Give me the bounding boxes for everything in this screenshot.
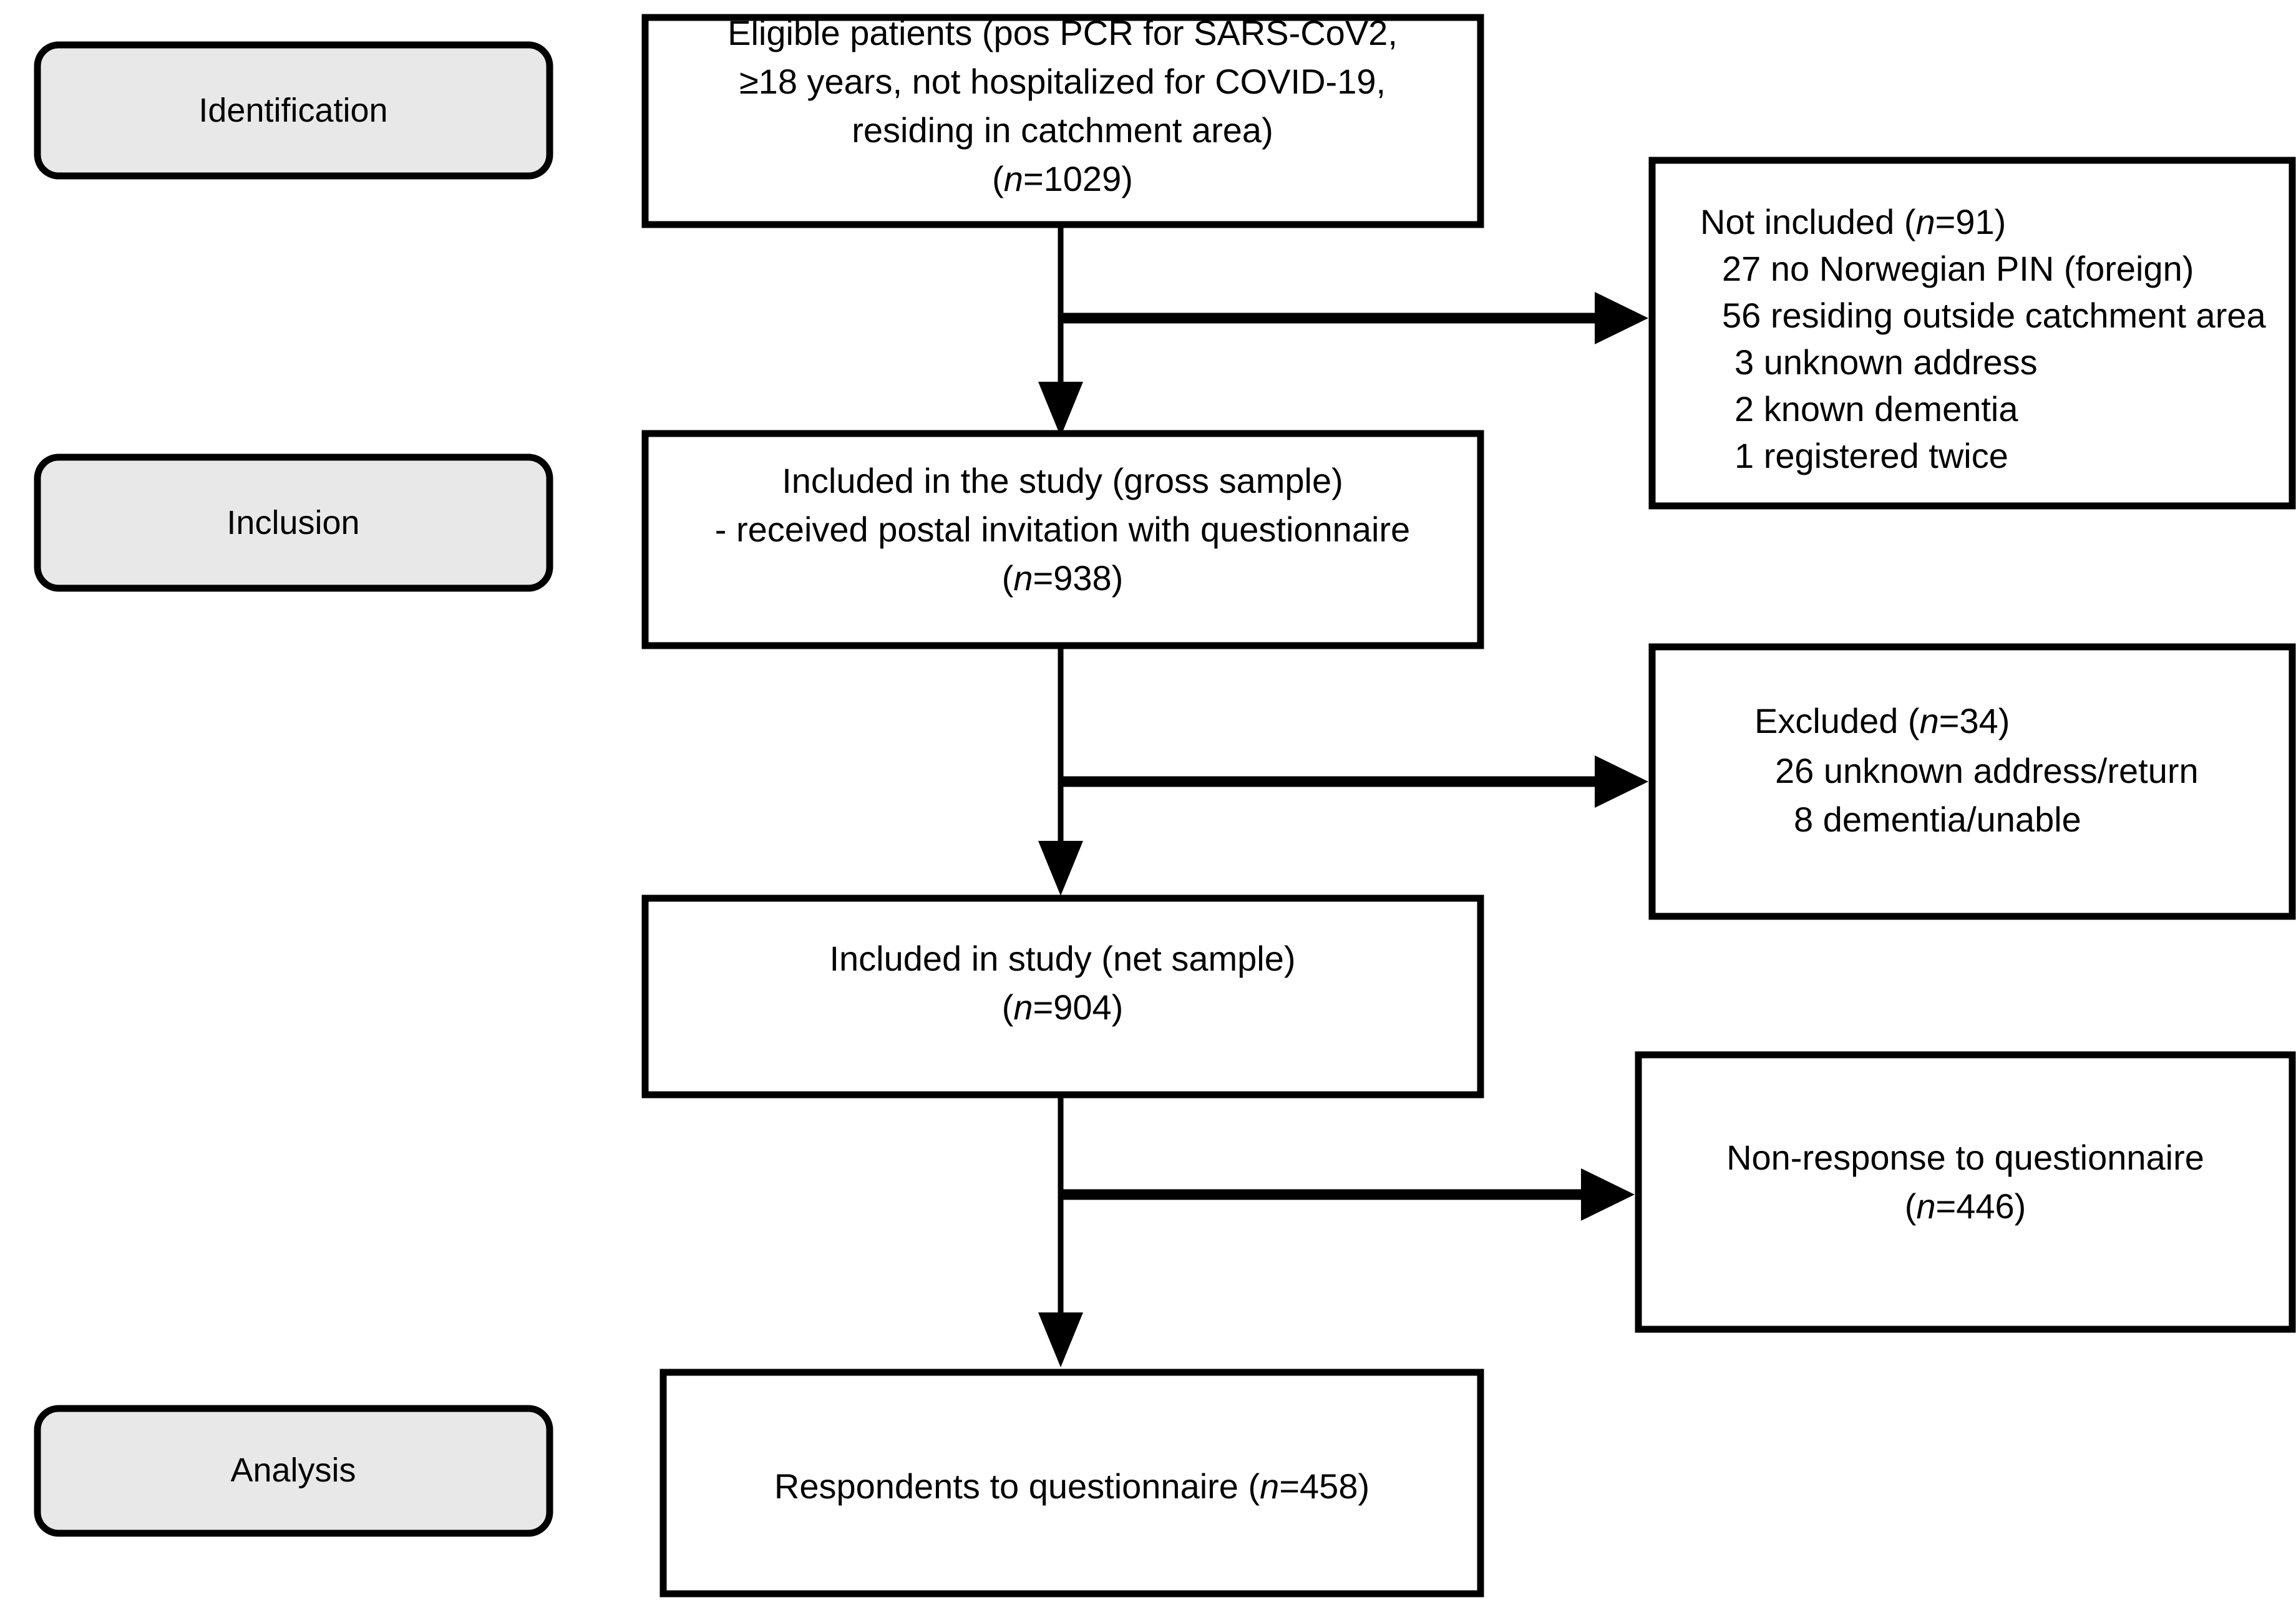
gross-count-suffix: =938)	[1033, 558, 1124, 598]
excluded-heading: Excluded (n=34)	[1754, 701, 2010, 740]
eligible-line-1: Eligible patients (pos PCR for SARS-CoV2…	[727, 13, 1398, 52]
not-included-heading-italic: n	[1916, 202, 1935, 241]
stage-analysis-shape	[34, 1405, 553, 1537]
arrow-head-down-2	[1038, 841, 1083, 896]
node-excluded-shape	[1648, 643, 2296, 920]
respondents-italic: n	[1260, 1467, 1279, 1506]
gross-count-prefix: (	[1002, 558, 1014, 598]
node-non-response[interactable]: Non-response to questionnaire (n=446)	[1635, 1051, 2296, 1333]
arrow-head-right-3	[1581, 1168, 1635, 1221]
stage-identification-shape	[34, 41, 553, 180]
net-count-italic: n	[1013, 987, 1033, 1027]
node-respondents-shape	[659, 1369, 1484, 1598]
stage-analysis-label: Analysis	[230, 1452, 356, 1489]
eligible-count-suffix: =1029)	[1023, 159, 1133, 198]
net-count-suffix: =904)	[1033, 987, 1124, 1027]
stage-inclusion[interactable]: Inclusion	[34, 453, 553, 592]
eligible-line-2: ≥18 years, not hospitalized for COVID-19…	[739, 62, 1386, 101]
gross-line-1: Included in the study (gross sample)	[782, 461, 1343, 500]
arrow-head-right-1	[1595, 292, 1648, 344]
excluded-reason-2: 8 dementia/unable	[1794, 800, 2081, 839]
node-included-gross-sample[interactable]: Included in the study (gross sample) - r…	[641, 430, 1484, 649]
node-eligible-patients-shape	[641, 14, 1484, 228]
respondents-suffix: =458)	[1279, 1467, 1369, 1506]
node-not-included[interactable]: Not included (n=91) 27 no Norwegian PIN …	[1648, 157, 2296, 510]
not-included-reason-2: 56 residing outside catchment area	[1722, 296, 2266, 335]
arrow-head-right-2	[1595, 755, 1648, 808]
stage-identification-label: Identification	[198, 92, 387, 129]
eligible-line-3: residing in catchment area)	[852, 110, 1273, 150]
non-response-count-suffix: =446)	[1936, 1186, 2026, 1226]
net-count: (n=904)	[1002, 987, 1124, 1027]
excluded-reason-1: 26 unknown address/return	[1775, 751, 2199, 790]
eligible-count: (n=1029)	[992, 159, 1133, 198]
non-response-count: (n=446)	[1905, 1186, 2026, 1226]
node-respondents[interactable]: Respondents to questionnaire (n=458)	[659, 1369, 1484, 1598]
not-included-heading: Not included (n=91)	[1700, 202, 2006, 241]
stage-inclusion-shape	[34, 453, 553, 592]
excluded-heading-italic: n	[1920, 701, 1939, 740]
gross-line-2: - received postal invitation with questi…	[715, 510, 1410, 549]
node-non-response-shape	[1635, 1051, 2296, 1333]
not-included-reason-1: 27 no Norwegian PIN (foreign)	[1722, 249, 2194, 288]
arrow-head-down-1	[1038, 382, 1083, 437]
stage-inclusion-label: Inclusion	[226, 504, 359, 541]
node-not-included-shape	[1648, 157, 2296, 510]
gross-count: (n=938)	[1002, 558, 1124, 598]
not-included-heading-suffix: =91)	[1935, 202, 2007, 241]
excluded-heading-suffix: =34)	[1939, 701, 2010, 740]
respondents-text: Respondents to questionnaire (n=458)	[774, 1467, 1369, 1506]
eligible-count-prefix: (	[992, 159, 1004, 198]
arrow-head-down-3	[1038, 1312, 1083, 1367]
non-response-line-1: Non-response to questionnaire	[1726, 1138, 2204, 1177]
net-line-1: Included in study (net sample)	[829, 939, 1295, 978]
node-excluded[interactable]: Excluded (n=34) 26 unknown address/retur…	[1648, 643, 2296, 920]
not-included-heading-prefix: Not included (	[1700, 202, 1916, 241]
net-count-prefix: (	[1002, 987, 1014, 1027]
not-included-reason-4: 2 known dementia	[1734, 389, 2018, 429]
stage-analysis[interactable]: Analysis	[34, 1405, 553, 1537]
excluded-heading-prefix: Excluded (	[1754, 701, 1920, 740]
non-response-count-italic: n	[1916, 1186, 1935, 1226]
not-included-reason-3: 3 unknown address	[1734, 342, 2038, 382]
gross-count-italic: n	[1013, 558, 1033, 598]
not-included-reason-5: 1 registered twice	[1734, 436, 2008, 475]
node-included-net-sample-shape	[641, 895, 1484, 1098]
stage-identification[interactable]: Identification	[34, 41, 553, 180]
node-included-net-sample[interactable]: Included in study (net sample) (n=904)	[641, 895, 1484, 1098]
respondents-prefix: Respondents to questionnaire (	[774, 1467, 1260, 1506]
eligible-count-italic: n	[1004, 159, 1023, 198]
node-included-gross-sample-shape	[641, 430, 1484, 649]
node-eligible-patients[interactable]: Eligible patients (pos PCR for SARS-CoV2…	[641, 13, 1484, 228]
non-response-count-prefix: (	[1905, 1186, 1917, 1226]
